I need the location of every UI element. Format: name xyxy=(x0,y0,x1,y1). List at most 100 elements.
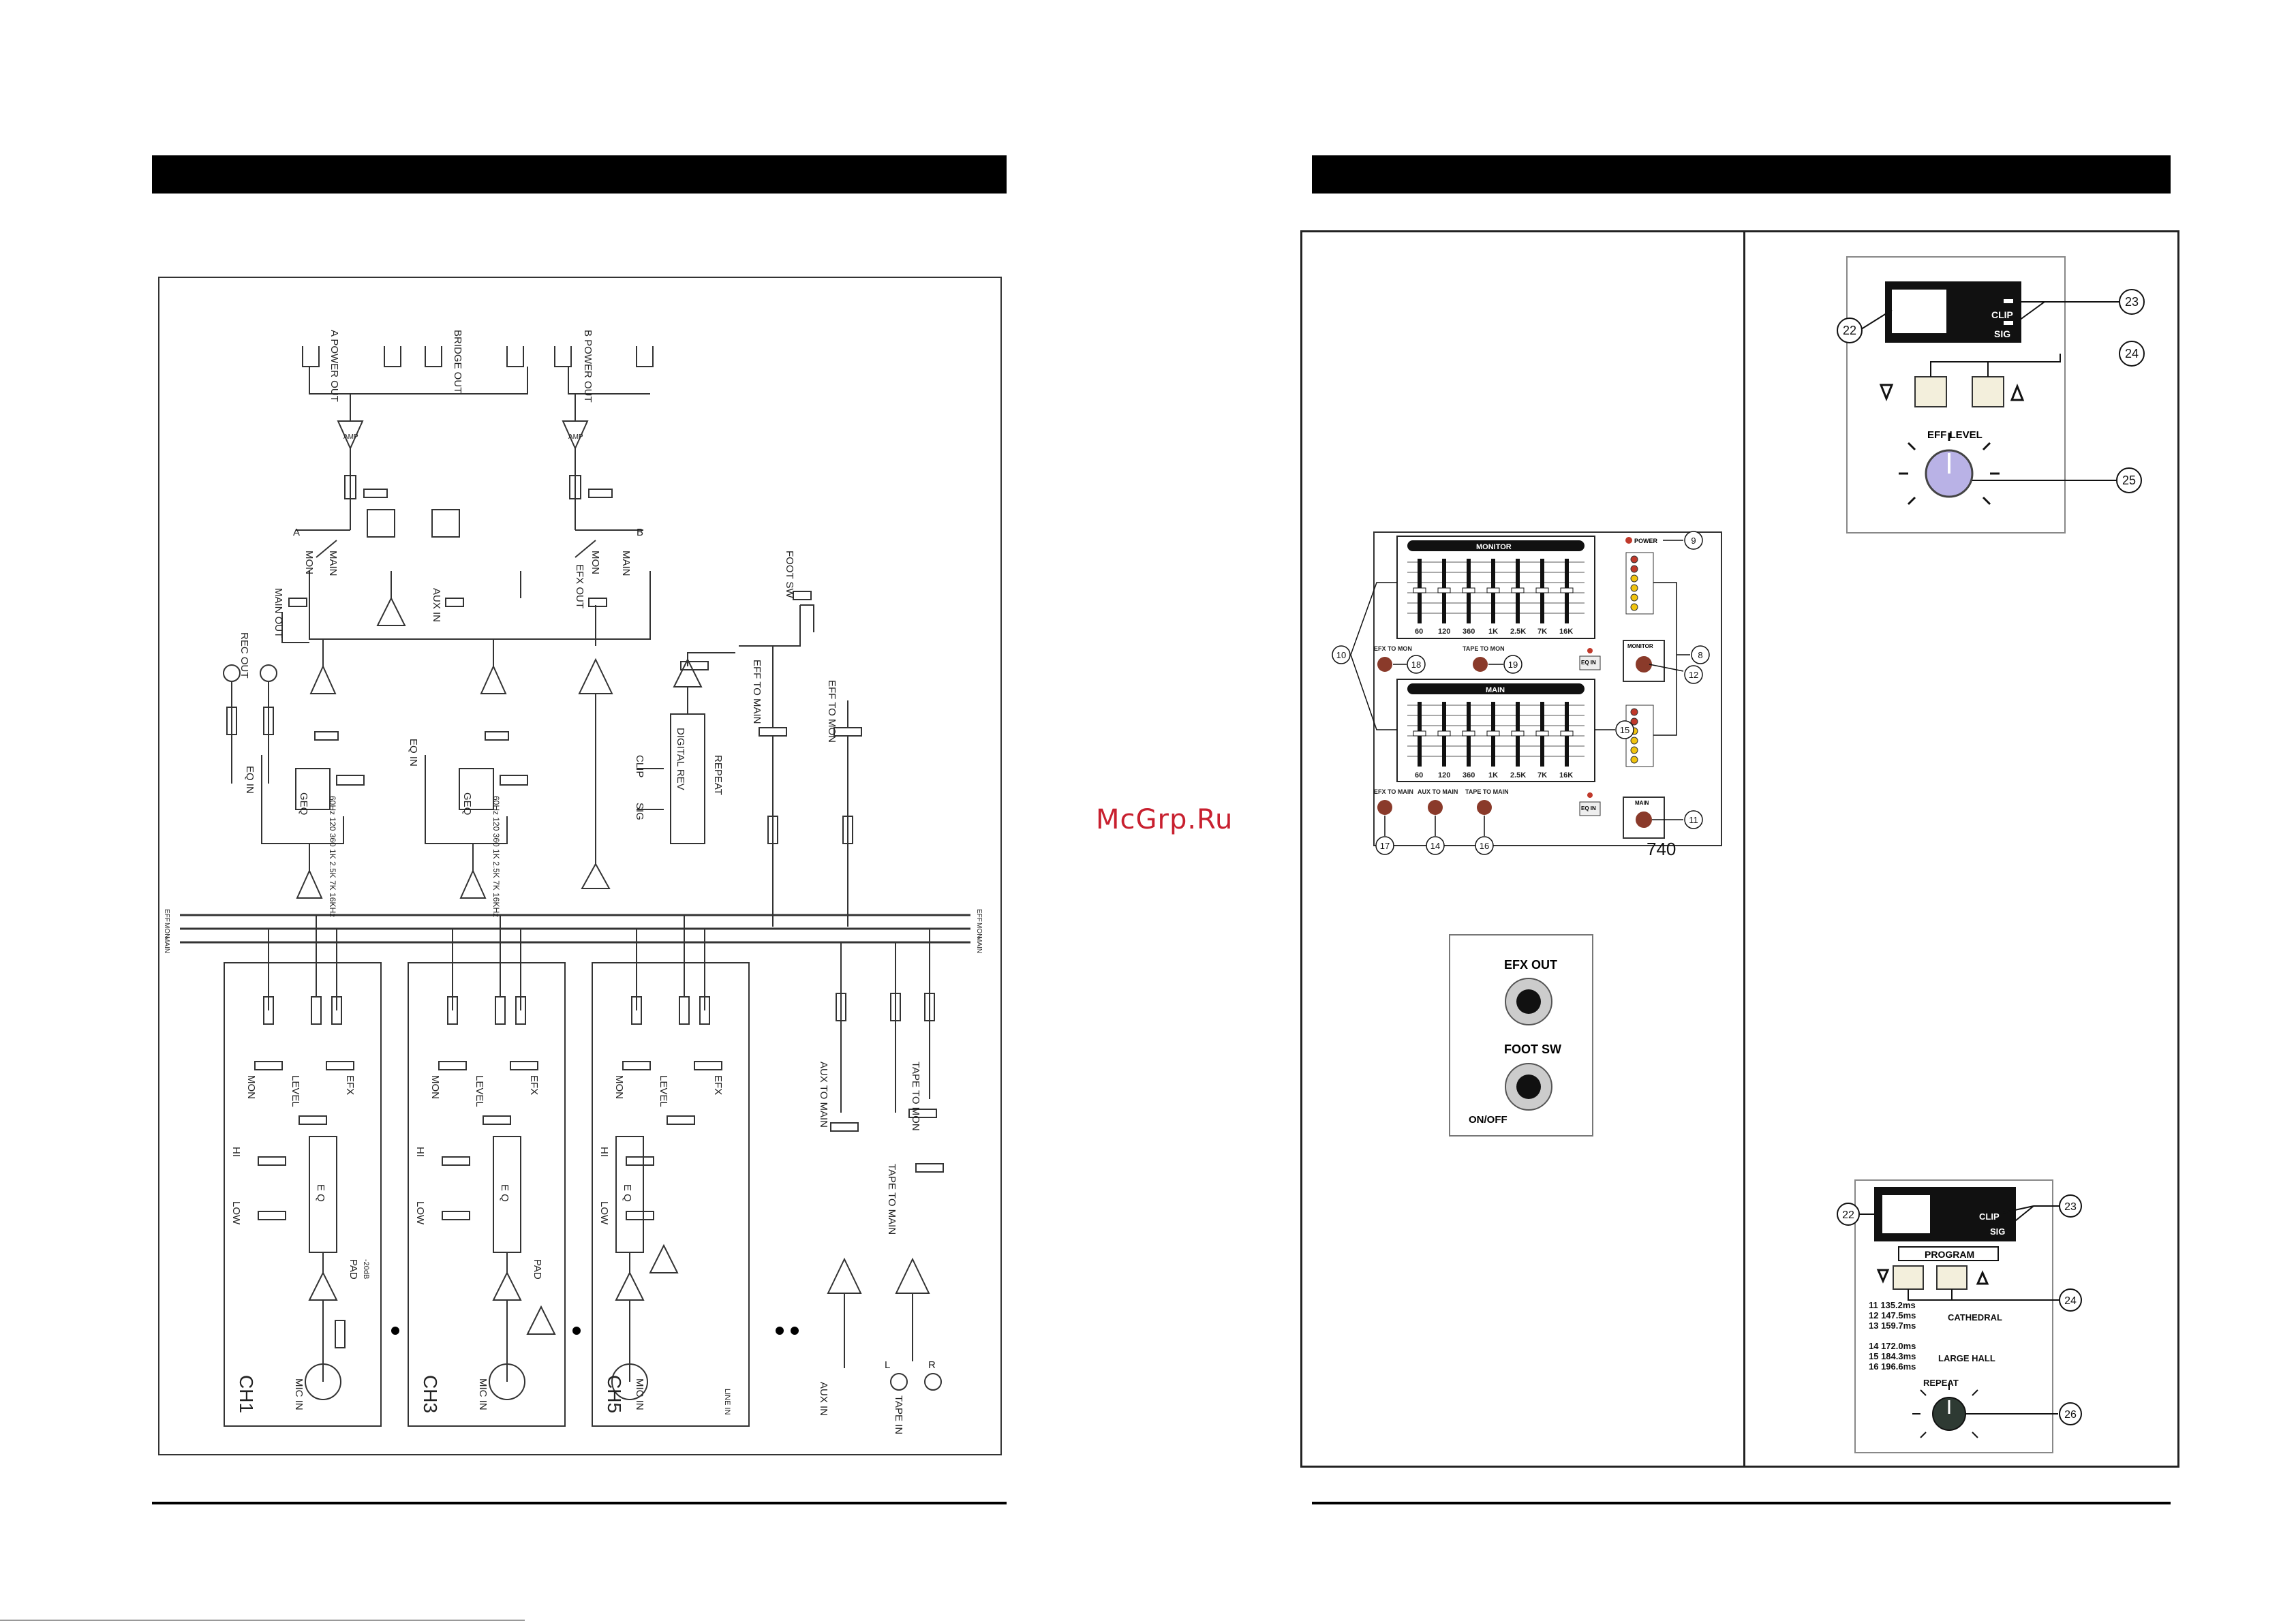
ch1-label-hi: HI xyxy=(230,1147,242,1157)
ch1-label-pad: PAD xyxy=(348,1259,359,1280)
effect-top-callout-25: 25 xyxy=(2122,474,2136,487)
jack-foot-sw-label: FOOT SW xyxy=(1504,1042,1561,1056)
ch1-label-mon: MON xyxy=(245,1075,257,1099)
label-foot-sw: FOOT SW xyxy=(784,551,795,599)
label-amp-b: AMP xyxy=(568,433,583,441)
label-eq-in-1: EQ IN xyxy=(244,766,256,794)
preset-cathedral: CATHEDRAL xyxy=(1948,1312,2002,1323)
ch1-label-mic-in: MIC IN xyxy=(293,1378,305,1410)
effect-module-top-svg: CLIP SIG EFF LEVEL 22 23 24 25 xyxy=(1837,256,2145,534)
mixer-model-number: 740 xyxy=(1647,839,1676,859)
label-b-power-out: B POWER OUT xyxy=(582,330,594,403)
label-repeat: REPEAT xyxy=(712,755,724,795)
effect-top-callout-24: 24 xyxy=(2125,347,2139,360)
label-tape-r: R xyxy=(928,1359,936,1371)
effect-module-top: CLIP SIG EFF LEVEL 22 23 24 25 xyxy=(1799,256,2167,535)
ch3-label-pad: PAD xyxy=(532,1259,543,1280)
jack-panel-svg: EFX OUT FOOT SW ON/OFF xyxy=(1449,934,1593,1137)
mixer-freq-label: 2.5K xyxy=(1510,771,1526,779)
label-bus-eff-right: EFF xyxy=(975,909,983,922)
label-eff-to-mon: EFF TO MON xyxy=(826,680,838,743)
mixer-eq-in-label-1: EQ IN xyxy=(1581,660,1596,666)
label-bus-main-left: MAIN xyxy=(163,936,170,953)
callout-10: 10 xyxy=(1336,650,1346,660)
ch1-label: CH1 xyxy=(236,1375,257,1413)
ch1-label-level: LEVEL xyxy=(290,1075,301,1107)
effect-bottom-callout-22: 22 xyxy=(1842,1209,1854,1221)
preset-13: 13 159.7ms xyxy=(1869,1320,1916,1331)
label-a-power-out: A POWER OUT xyxy=(328,330,340,402)
jack-panel: EFX OUT FOOT SW ON/OFF xyxy=(1448,933,1595,1138)
effect-top-callout-23: 23 xyxy=(2125,295,2139,309)
ch5-label-hi: HI xyxy=(598,1147,610,1157)
left-footer-rule xyxy=(152,1502,1007,1504)
ch1-label-efx: EFX xyxy=(344,1075,356,1095)
ch3-label-hi: HI xyxy=(414,1147,426,1157)
callout-9: 9 xyxy=(1691,536,1696,546)
label-slot-b: B xyxy=(637,527,643,538)
mixer-freq-label: 7K xyxy=(1537,628,1547,636)
mixer-eq-in-label-2: EQ IN xyxy=(1581,805,1596,812)
mixer-freq-label: 60 xyxy=(1415,771,1423,779)
mixer-freq-label: 16K xyxy=(1559,628,1573,636)
ch3-label-eq: E Q xyxy=(499,1184,510,1202)
ch5-label-line-in: LINE IN xyxy=(723,1389,731,1415)
ch3-label: CH3 xyxy=(420,1375,441,1413)
mixer-monitor-knob-label: MONITOR xyxy=(1627,643,1653,649)
mixer-freq-label: 1K xyxy=(1488,628,1498,636)
preset-large-hall: LARGE HALL xyxy=(1938,1353,1995,1363)
effect-bottom-callout-24: 24 xyxy=(2064,1295,2077,1307)
label-efx-out: EFX OUT xyxy=(574,564,585,608)
mixer-freq-label: 60 xyxy=(1415,628,1423,636)
label-sub-main-b: MAIN xyxy=(620,551,632,576)
mixer-freq-label: 120 xyxy=(1438,628,1450,636)
ch3-label-efx: EFX xyxy=(528,1075,540,1095)
label-tape-l: L xyxy=(885,1359,890,1371)
ch3-label-low: LOW xyxy=(414,1201,426,1225)
label-eff-to-main: EFF TO MAIN xyxy=(751,660,763,724)
label-geq-2: GEQ xyxy=(461,792,473,815)
effect-bottom-program: PROGRAM xyxy=(1925,1249,1974,1260)
effect-bottom-callout-26: 26 xyxy=(2064,1409,2077,1421)
left-header-bar xyxy=(152,155,1007,194)
label-sub-mon-b: MON xyxy=(590,551,601,574)
label-clip: CLIP xyxy=(634,755,645,777)
jack-on-off-label: ON/OFF xyxy=(1469,1114,1507,1126)
callout-16: 16 xyxy=(1480,841,1489,851)
callout-12: 12 xyxy=(1689,670,1698,680)
bottom-scroll-line xyxy=(0,1620,525,1621)
label-tape-to-main: TAPE TO MAIN xyxy=(886,1164,898,1235)
callout-19: 19 xyxy=(1508,660,1518,670)
effect-top-sig: SIG xyxy=(1994,328,2010,339)
right-header-bar xyxy=(1312,155,2171,194)
mixer-main-knob-label: MAIN xyxy=(1635,800,1649,806)
ch5-label-level: LEVEL xyxy=(658,1075,669,1107)
callout-17: 17 xyxy=(1380,841,1390,851)
callout-15: 15 xyxy=(1620,725,1629,735)
watermark: McGrp.Ru xyxy=(1096,804,1234,835)
right-panel-frame xyxy=(1300,230,2179,1468)
mixer-efx-to-main-label: EFX TO MAIN xyxy=(1374,788,1413,795)
jack-efx-out-label: EFX OUT xyxy=(1504,958,1557,972)
mixer-freq-label: 1K xyxy=(1488,771,1498,779)
ch1-label-low: LOW xyxy=(230,1201,242,1225)
right-footer-rule xyxy=(1312,1502,2171,1504)
label-aux-in: AUX IN xyxy=(818,1382,829,1416)
effect-top-callout-22: 22 xyxy=(1843,324,1856,337)
preset-11: 11 135.2ms xyxy=(1869,1300,1916,1310)
right-panel-divider xyxy=(1743,230,1745,1468)
label-amp-a: AMP xyxy=(343,433,358,441)
ch5-label-mic-in: MIC IN xyxy=(634,1378,645,1410)
mixer-freq-label: 360 xyxy=(1463,628,1475,636)
preset-16: 16 196.6ms xyxy=(1869,1361,1916,1372)
label-bus-mon-right: MON xyxy=(975,923,983,938)
label-sub-main-a: MAIN xyxy=(327,551,339,576)
mixer-panel-svg: 60 120 360 1K 2.5K 7K 16K 60 120 360 1K … xyxy=(1332,531,1722,859)
label-geq-freqs-1: 60Hz 120 360 1K 2.5K 7K 16KHz xyxy=(328,796,337,917)
ch3-label-level: LEVEL xyxy=(474,1075,485,1107)
label-geq-freqs-2: 60Hz 120 360 1K 2.5K 7K 16KHz xyxy=(491,796,501,917)
ch3-label-mic-in: MIC IN xyxy=(477,1378,489,1410)
ch1-label-pad-db: -20dB xyxy=(362,1259,370,1279)
label-tape-in: TAPE IN xyxy=(893,1395,904,1434)
preset-15: 15 184.3ms xyxy=(1869,1351,1916,1361)
